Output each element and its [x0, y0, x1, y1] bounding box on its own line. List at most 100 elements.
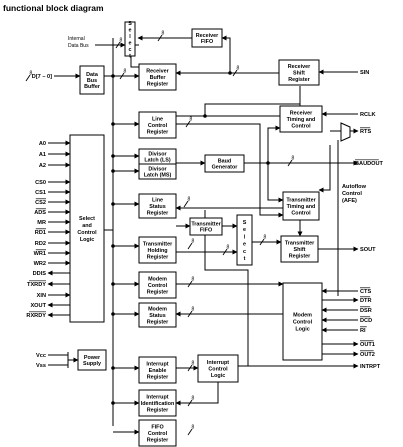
- pin-vcc: Vcc: [36, 353, 46, 359]
- modem-status-register-label: Modem: [148, 307, 167, 313]
- bus-width-label: 8: [192, 425, 195, 431]
- modem-status-register-label: Register: [147, 319, 169, 325]
- pin-out1: OUT1: [360, 342, 375, 348]
- receiver-buffer-register-label: Receiver: [146, 69, 169, 75]
- data-bus-buffer-label: Data: [86, 72, 99, 78]
- select-control-logic-label: Select: [79, 216, 95, 222]
- modem-control-logic-label: Modem: [293, 313, 312, 319]
- select-mid-label: S: [243, 220, 247, 226]
- pin-rclk: RCLK: [360, 112, 376, 118]
- select-mid-block: Select: [236, 214, 253, 266]
- pin-xin: XIN: [37, 293, 46, 299]
- autoflow-mux: [340, 122, 351, 142]
- receiver-shift-register-label: Register: [288, 77, 310, 83]
- pin-wr1: WR1: [34, 251, 46, 257]
- select-mid-label: t: [244, 256, 246, 262]
- pin-dtr: DTR: [360, 298, 372, 304]
- interrupt-control-logic-label: Logic: [211, 373, 225, 379]
- bus-width-label: 8: [192, 307, 195, 313]
- select-mid-label: c: [243, 249, 246, 255]
- transmitter-holding-register-label: Register: [147, 254, 169, 260]
- pin-ads: ADS: [34, 210, 46, 216]
- pin-out2: OUT2: [360, 352, 375, 358]
- pin-cs2: CS2: [35, 200, 46, 206]
- modem-control-logic-label: Control: [293, 320, 313, 326]
- select-top-label: l: [129, 34, 131, 40]
- bus-width-label: 8: [192, 361, 195, 367]
- interrupt-identification-register-label: Identification: [141, 401, 175, 407]
- fifo-control-register-label: Register: [147, 437, 169, 443]
- receiver-buffer-register-label: Register: [147, 81, 169, 87]
- pin-intrpt: INTRPT: [360, 364, 381, 370]
- line-control-register-label: Line: [152, 117, 163, 123]
- transmitter-holding-register-label: Transmitter: [143, 242, 173, 248]
- pin-rxrdy: RXRDY: [26, 313, 46, 319]
- wires: [48, 35, 359, 435]
- transmitter-fifo-label: Transmitter: [191, 221, 221, 227]
- pin-ri: RI: [360, 328, 366, 334]
- pin-vss: Vss: [36, 363, 46, 369]
- pin-rts: RTS: [360, 129, 371, 135]
- junction-dots: [111, 71, 270, 405]
- bus-width-label: 8: [190, 117, 193, 123]
- bus-width-label: 8: [237, 66, 240, 72]
- bus-width-label: 8: [192, 396, 195, 402]
- interrupt-identification-register-label: Interrupt: [146, 395, 168, 401]
- bus-width-label: 8: [292, 156, 295, 162]
- pin-txrdy: TXRDY: [27, 282, 46, 288]
- transmitter-shift-register-label: Transmitter: [285, 241, 315, 247]
- transmitter-shift-register-label: Register: [289, 253, 311, 259]
- receiver-fifo-label: FIFO: [201, 39, 213, 45]
- select-top-label: c: [129, 47, 132, 53]
- divisor-latch-ms-label: Latch (MS): [144, 173, 172, 179]
- interrupt-enable-register-label: Register: [147, 374, 169, 380]
- transmitter-timing-control-label: Transmitter: [286, 198, 316, 204]
- line-status-register-label: Register: [147, 210, 169, 216]
- internal-data-bus-label: Internal Data Bus: [68, 36, 89, 49]
- receiver-shift-register-label: Receiver: [288, 64, 311, 70]
- receiver-shift-register-label: Shift: [293, 71, 305, 77]
- bus-width-label: 8: [192, 277, 195, 283]
- divisor-latch-ls-label: Latch (LS): [144, 158, 171, 164]
- bus-width-label: 8: [162, 31, 165, 37]
- pin-d-bus: D[7 – 0]: [32, 74, 52, 80]
- divisor-latch-ls-label: Divisor: [148, 151, 167, 157]
- modem-control-register-label: Register: [147, 289, 169, 295]
- pin-xout: XOUT: [30, 303, 46, 309]
- pin-dsr: DSR: [360, 308, 372, 314]
- autoflow-label-line: (AFE): [342, 198, 357, 204]
- transmitter-timing-control-label: Control: [291, 210, 311, 216]
- receiver-timing-control-label: Receiver: [290, 111, 313, 117]
- receiver-timing-control-label: Timing and: [287, 117, 316, 123]
- fifo-control-register-label: Control: [148, 431, 168, 437]
- divisor-latch-ms-label: Divisor: [148, 166, 167, 172]
- line-control-register-label: Control: [148, 123, 168, 129]
- bus-width-label: 8: [124, 69, 127, 75]
- receiver-timing-control-label: Control: [291, 123, 311, 129]
- bus-width-label: 8: [192, 239, 195, 245]
- data-bus-buffer-label: Buffer: [84, 84, 101, 90]
- bus-width-label: 8: [188, 197, 191, 203]
- receiver-buffer-register-label: Buffer: [150, 75, 167, 81]
- receiver-fifo-label: Receiver: [196, 33, 219, 39]
- pin-dcd: DCD: [360, 318, 372, 324]
- baud-generator-label: Baud: [218, 158, 231, 164]
- pin-wr2: WR2: [34, 261, 46, 267]
- select-top-label: e: [129, 27, 132, 33]
